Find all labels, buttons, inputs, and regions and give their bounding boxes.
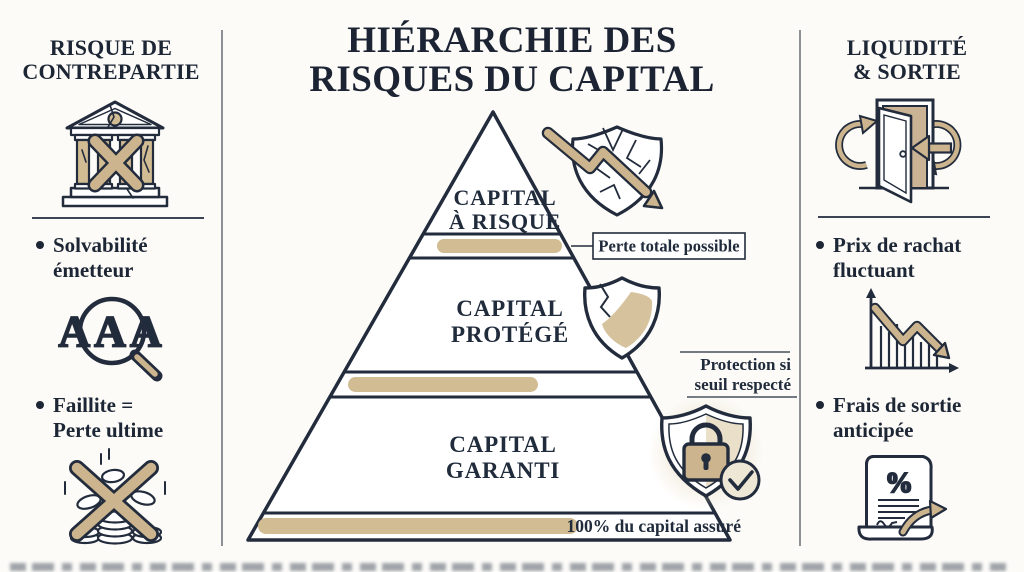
level-mid-label-line-2: PROTÉGÉ — [451, 322, 569, 347]
callout-protection-line-2: seuil respecté — [695, 375, 792, 394]
check-badge-icon — [719, 459, 761, 501]
callout-perte-totale: Perte totale possible — [571, 232, 746, 260]
bullet-frais-sortie: Frais de sortie anticipée — [816, 393, 1006, 443]
bullet-text: Solvabilité émetteur — [53, 233, 148, 283]
magnifier-lens — [77, 296, 147, 366]
cracked-shield-icon — [583, 276, 661, 360]
page-title-line-1: HIÉRARCHIE DES — [347, 20, 677, 61]
level-labels: CAPITAL À RISQUE CAPITAL PROTÉGÉ CAPITAL… — [446, 185, 569, 483]
pyramid-diagram: CAPITAL À RISQUE CAPITAL PROTÉGÉ CAPITAL… — [246, 110, 797, 542]
bullet-solvabilite: Solvabilité émetteur — [36, 233, 216, 283]
bullet-prix-rachat: Prix de rachat fluctuant — [816, 233, 1006, 283]
bullet-faillite-line-1: Faillite = — [53, 393, 134, 417]
left-panel-heading: RISQUE DE CONTREPARTIE — [8, 35, 214, 85]
level-top-label-line-2: À RISQUE — [449, 209, 561, 234]
bullet-dot — [36, 401, 44, 409]
right-panel-heading: LIQUIDITÉ & SORTIE — [806, 35, 1008, 85]
callout-protection: Protection si seuil respecté — [680, 351, 797, 398]
lost-coins-icon — [64, 448, 166, 545]
shield-crack — [599, 283, 611, 318]
level-mid-label-line-1: CAPITAL — [456, 296, 563, 321]
door-leaf — [877, 106, 913, 204]
progress-bar-top — [437, 239, 562, 253]
enter-arrow — [910, 134, 953, 162]
left-heading-line-1: RISQUE DE — [49, 35, 173, 60]
bullet-text: Faillite = Perte ultime — [53, 393, 163, 443]
bullet-frais-line-2: anticipée — [833, 417, 914, 442]
bullet-faillite-line-2: Perte ultime — [53, 417, 164, 442]
exit-door-icon — [835, 98, 962, 204]
motion-lines — [64, 448, 166, 495]
callout-capital-assure: 100% du capital assuré — [566, 516, 741, 536]
progress-bar-mid — [348, 377, 538, 392]
fees-document-icon: % — [857, 455, 948, 541]
signature-squiggle — [876, 520, 898, 528]
bullet-text: Prix de rachat fluctuant — [833, 233, 961, 283]
left-panel-divider — [32, 217, 204, 219]
bullet-dot — [816, 401, 824, 409]
shield-damage-fill — [602, 292, 653, 348]
coins-cross — [69, 460, 159, 542]
aaa-magnifier-icon: AAA — [57, 296, 165, 382]
falling-arrow-shield-icon — [541, 125, 664, 217]
bank-cross-icon — [87, 133, 145, 193]
aaa-rating-text: AAA — [58, 307, 165, 356]
left-heading-line-2: CONTREPARTIE — [22, 59, 200, 85]
right-heading-line-1: LIQUIDITÉ — [846, 35, 968, 60]
callout-protection-line-1: Protection si — [700, 355, 791, 374]
bullet-prix-line-2: fluctuant — [833, 257, 915, 282]
bank-shape — [61, 100, 169, 208]
bullet-dot — [36, 241, 44, 249]
callout-perte-totale-text: Perte totale possible — [598, 237, 739, 256]
level-base-label-line-1: CAPITAL — [449, 432, 556, 457]
bullet-dot — [816, 241, 824, 249]
document-lines — [878, 499, 919, 519]
level-top-label-line-1: CAPITAL — [454, 185, 557, 210]
bullet-faillite: Faillite = Perte ultime — [36, 393, 216, 443]
column-divider-right — [799, 30, 801, 546]
locked-shield-icon — [648, 394, 764, 510]
y-axis-arrowhead — [866, 288, 876, 298]
arrowhead — [642, 189, 664, 210]
bank-crack-lines — [81, 104, 150, 199]
level-base-label-line-2: GARANTI — [446, 458, 560, 483]
page-title-line-2: RISQUES DU CAPITAL — [309, 58, 715, 100]
page-title: HIÉRARCHIE DES RISQUES DU CAPITAL — [232, 20, 792, 100]
bullet-frais-line-1: Frais de sortie — [833, 393, 962, 417]
door-knob — [899, 150, 907, 158]
right-heading-line-2: & SORTIE — [853, 59, 961, 85]
progress-bar-base — [258, 518, 578, 534]
bullet-solvabilite-line-1: Solvabilité — [53, 233, 148, 257]
bullet-text: Frais de sortie anticipée — [833, 393, 961, 443]
scroll-base — [857, 525, 934, 541]
bullet-solvabilite-line-2: émetteur — [53, 257, 134, 282]
x-axis-arrowhead — [949, 363, 959, 373]
bottom-caption-blur — [10, 563, 1010, 571]
magnifier-handle-fill — [134, 354, 158, 377]
declining-arrow — [869, 302, 951, 360]
exit-arrow — [898, 499, 948, 537]
lock-shackle — [689, 422, 723, 446]
level-divider-lines — [264, 232, 715, 515]
right-panel-divider — [818, 216, 990, 218]
percent-symbol: % — [885, 468, 913, 499]
column-divider-left — [221, 30, 223, 546]
lock-keyhole — [701, 453, 711, 463]
declining-chart-icon — [865, 288, 959, 373]
broken-bank-icon — [61, 100, 169, 208]
bullet-prix-line-1: Prix de rachat — [833, 233, 962, 257]
lock-keyhole-slot — [703, 460, 709, 470]
